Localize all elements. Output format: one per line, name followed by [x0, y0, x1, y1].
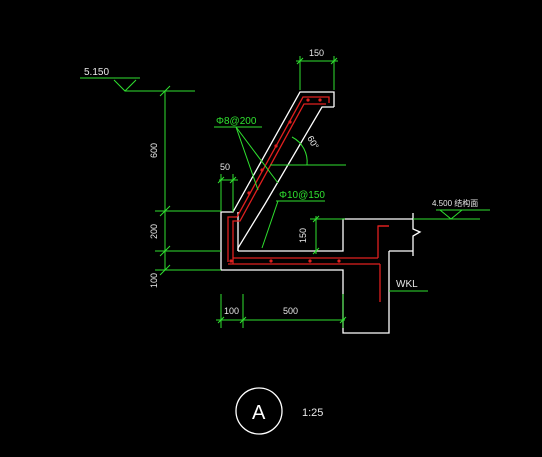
offset-tick	[217, 176, 225, 184]
section-circle	[235, 387, 283, 435]
rebar	[227, 96, 389, 302]
vertical-dim-tick	[159, 245, 171, 257]
bottom-dim-tick	[339, 316, 347, 324]
section-scale: 1:25	[302, 407, 323, 419]
slab-height-tick	[312, 247, 320, 255]
rebar-dot	[260, 168, 264, 172]
angle-arc	[291, 136, 308, 166]
vertical-dim-tick	[159, 205, 171, 217]
top-width-label: 150	[309, 48, 324, 58]
rebar-dot	[288, 120, 292, 124]
concrete-outline	[220, 91, 422, 334]
height-upper-label: 600	[149, 143, 159, 158]
rebar-dot	[306, 98, 310, 102]
height-middle-label: 200	[149, 224, 159, 239]
distribution-leader	[261, 200, 279, 249]
base-left-label: 100	[224, 306, 239, 316]
rebar-dot	[269, 259, 273, 263]
stirrup-leader	[235, 126, 259, 191]
slab-height-label: 150	[298, 228, 308, 243]
rebar-dots	[229, 98, 341, 263]
rebar-dot	[337, 259, 341, 263]
stirrup-label: Φ8@200	[216, 116, 257, 127]
right-level-triangle	[439, 209, 463, 220]
offset-label: 50	[220, 162, 230, 172]
stirrup-leader	[235, 126, 279, 184]
slab-top-edge	[238, 218, 413, 252]
beam-label: WKL	[396, 279, 418, 290]
slab-bottom-edge	[221, 269, 390, 334]
vertical-dim-tick	[159, 85, 171, 97]
vertical-dim-tick	[159, 264, 171, 276]
bottom-dim-tick	[217, 316, 225, 324]
bottom-dim-tick	[239, 316, 247, 324]
rebar-dot	[308, 259, 312, 263]
dimension-lines	[80, 56, 490, 328]
height-lower-label: 100	[149, 273, 159, 288]
top-level-label: 5.150	[84, 67, 109, 78]
top-width-tick	[330, 57, 338, 65]
rebar-dot	[229, 259, 233, 263]
rebar-dot	[274, 144, 278, 148]
rebar-outer-bar	[227, 96, 330, 262]
rebar-dot	[247, 191, 251, 195]
section-letter: A	[252, 402, 266, 424]
base-right-label: 500	[283, 306, 298, 316]
offset-tick	[229, 176, 237, 184]
top-width-tick	[296, 57, 304, 65]
slab-height-tick	[312, 215, 320, 223]
rebar-dot	[318, 98, 322, 102]
rebar-inner-bar	[232, 103, 326, 264]
break-line	[412, 213, 422, 256]
parapet-outer-edge	[220, 91, 335, 270]
right-level-label: 4.500 结构面	[432, 198, 478, 208]
distribution-label: Φ10@150	[279, 190, 325, 201]
